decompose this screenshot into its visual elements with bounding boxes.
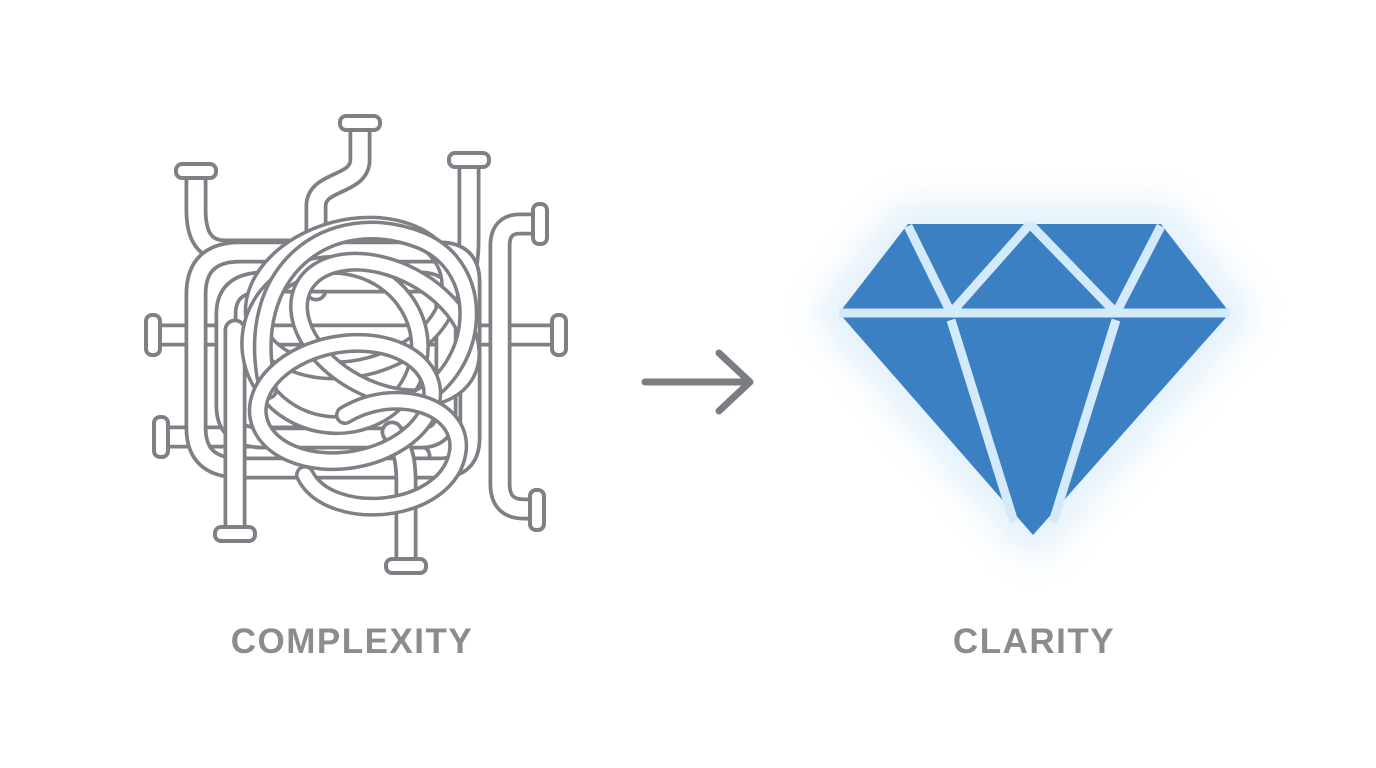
knot-strands	[240, 215, 481, 517]
diamond-facet-lines	[839, 220, 1230, 524]
tangled-pipes-icon	[144, 114, 568, 575]
complexity-label: COMPLEXITY	[230, 622, 474, 661]
pipe-bottom-left	[213, 318, 257, 543]
diamond-icon	[816, 201, 1253, 558]
diamond-body	[839, 224, 1230, 535]
clarity-label: CLARITY	[952, 622, 1116, 661]
pipe-right-side	[488, 202, 549, 532]
pipe-top-center	[304, 114, 382, 302]
right-arrow-icon	[641, 349, 754, 415]
